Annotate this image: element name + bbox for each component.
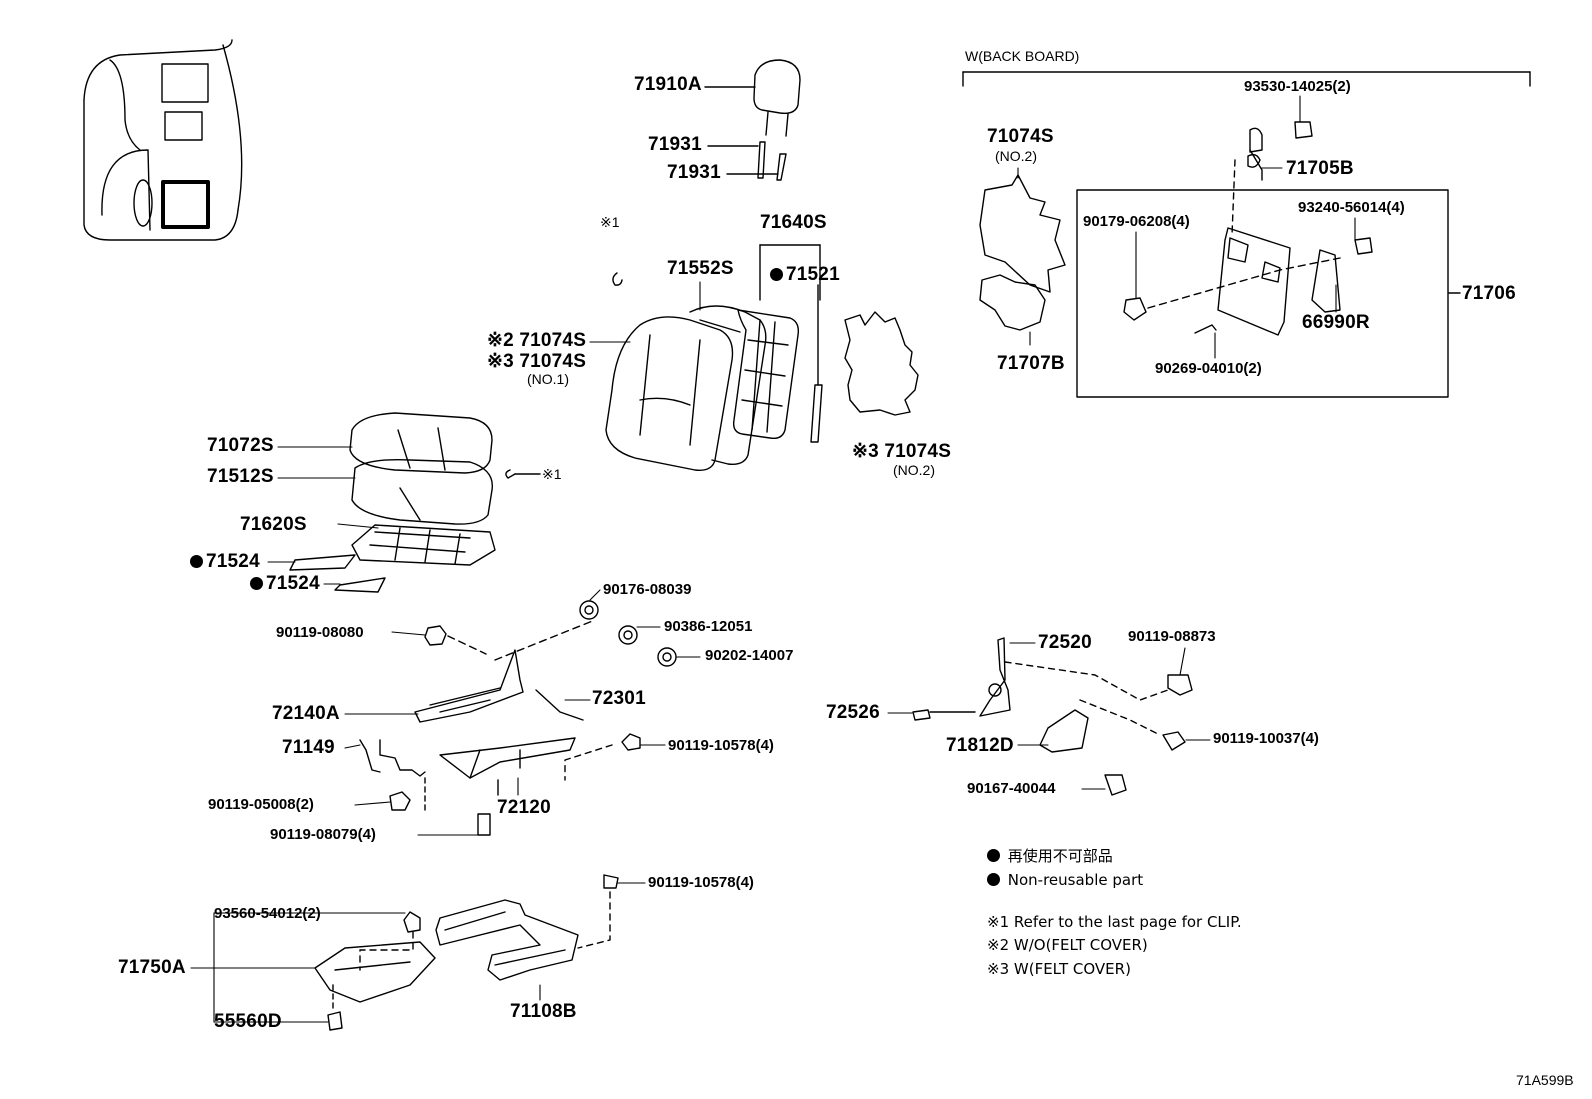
part-label-72140A[interactable]: 72140A [272, 703, 340, 724]
clip-note-mark-upper: ※1 [600, 214, 620, 230]
non-reusable-dot-icon [250, 577, 263, 590]
part-label-no2-lower: (NO.2) [893, 462, 935, 478]
part-label-71524-upper[interactable]: 71524 [190, 551, 260, 573]
part-label-90119-10578-lower[interactable]: 90119-10578(4) [648, 874, 754, 891]
legend-note-2: ※2 W/O(FELT COVER) [987, 936, 1148, 954]
part-label-90202-14007[interactable]: 90202-14007 [705, 647, 794, 664]
diagram-code: 71A599B [1516, 1072, 1574, 1088]
part-label-55560D[interactable]: 55560D [214, 1011, 282, 1032]
part-label-71074S-no2-upper[interactable]: 71074S [987, 126, 1054, 147]
part-label-90119-05008[interactable]: 90119-05008(2) [208, 796, 314, 813]
clip-note-mark-lower: ※1 [542, 466, 562, 482]
clip-drawing [612, 272, 623, 286]
seat-back-drawing [605, 305, 767, 471]
part-label-66990R[interactable]: 66990R [1302, 312, 1370, 333]
felt-pad-top-drawing [979, 174, 1066, 331]
part-label-93560-54012[interactable]: 93560-54012(2) [214, 905, 321, 922]
seat-cushion-drawing [289, 412, 541, 593]
legend-note-3: ※3 W(FELT COVER) [987, 960, 1131, 978]
part-label-90269-04010[interactable]: 90269-04010(2) [1155, 360, 1262, 377]
non-reusable-dot-icon [987, 849, 1000, 862]
vehicle-locator-inset [83, 39, 243, 241]
part-label-71108B[interactable]: 71108B [510, 1001, 577, 1022]
part-label-90167-40044[interactable]: 90167-40044 [967, 780, 1056, 797]
non-reusable-dot-icon [190, 555, 203, 568]
part-label-71750A[interactable]: 71750A [118, 957, 186, 978]
part-label-71931-upper[interactable]: 71931 [648, 134, 702, 155]
part-label-90119-08873[interactable]: 90119-08873 [1128, 628, 1216, 645]
part-label-90176-08039[interactable]: 90176-08039 [603, 581, 692, 598]
part-label-71910A[interactable]: 71910A [634, 74, 702, 95]
leader-lines [190, 95, 1356, 1023]
part-label-90386-12051[interactable]: 90386-12051 [664, 618, 753, 635]
part-label-72301[interactable]: 72301 [592, 688, 646, 709]
part-label-71072S[interactable]: 71072S [207, 435, 274, 456]
part-label-71812D[interactable]: 71812D [946, 735, 1014, 756]
part-label-71707B[interactable]: 71707B [997, 353, 1065, 374]
felt-pad-no2-drawing [844, 311, 919, 416]
non-reusable-dot-icon [770, 268, 783, 281]
back-board-drawing [1123, 121, 1373, 336]
part-label-71524-lower[interactable]: 71524 [250, 573, 320, 595]
part-label-71074S-no2-lower[interactable]: ※3 71074S [852, 441, 952, 462]
back-board-bracket [962, 71, 1531, 398]
part-label-71149[interactable]: 71149 [282, 737, 335, 758]
part-label-no2-upper: (NO.2) [995, 148, 1037, 164]
part-label-71620S[interactable]: 71620S [240, 514, 307, 535]
legend-note-1: ※1 Refer to the last page for CLIP. [987, 913, 1242, 931]
seat-base-frame-drawing [435, 874, 619, 981]
part-label-90119-10578-upper[interactable]: 90119-10578(4) [668, 737, 774, 754]
part-label-71931-lower[interactable]: 71931 [667, 162, 721, 183]
back-board-group-title: W(BACK BOARD) [965, 48, 1080, 64]
part-label-72526[interactable]: 72526 [826, 702, 880, 723]
part-label-71552S[interactable]: 71552S [667, 258, 734, 279]
seat-back-frame-drawing [732, 244, 821, 440]
part-label-93530-14025[interactable]: 93530-14025(2) [1244, 78, 1351, 95]
part-label-90179-06208[interactable]: 90179-06208(4) [1083, 213, 1190, 230]
headrest-drawing [704, 59, 801, 181]
part-label-93240-56014[interactable]: 93240-56014(4) [1298, 199, 1405, 216]
part-label-71521[interactable]: 71521 [770, 264, 840, 286]
part-label-71706[interactable]: 71706 [1462, 283, 1516, 304]
part-label-71640S[interactable]: 71640S [760, 212, 827, 233]
part-label-71512S[interactable]: 71512S [207, 466, 274, 487]
part-label-72520[interactable]: 72520 [1038, 632, 1092, 653]
seat-track-drawing [359, 600, 677, 836]
part-label-71521-text: 71521 [786, 264, 840, 285]
side-bracket-drawing [912, 637, 1193, 796]
part-label-90119-08079[interactable]: 90119-08079(4) [270, 826, 376, 843]
non-reusable-dot-icon [987, 873, 1000, 886]
legend-non-reusable-en: Non-reusable part [987, 871, 1143, 889]
part-label-71074S-wo-felt[interactable]: ※2 71074S [487, 330, 587, 351]
legend-non-reusable-jp: 再使用不可部品 [987, 845, 1113, 866]
legend-non-reusable-jp-text: 再使用不可部品 [1007, 847, 1113, 865]
part-label-71524-upper-text: 71524 [206, 551, 260, 572]
part-label-71705B[interactable]: 71705B [1286, 158, 1354, 179]
seat-tray-drawing [314, 911, 436, 1031]
part-label-90119-08080[interactable]: 90119-08080 [276, 624, 364, 641]
part-label-72120[interactable]: 72120 [497, 797, 551, 818]
part-label-71074S-w-felt[interactable]: ※3 71074S [487, 351, 587, 372]
part-label-90119-10037[interactable]: 90119-10037(4) [1213, 730, 1319, 747]
part-label-no1: (NO.1) [527, 371, 569, 387]
legend-non-reusable-en-text: Non-reusable part [1007, 871, 1144, 889]
wire-strip-drawing [810, 384, 823, 443]
part-label-71524-lower-text: 71524 [266, 573, 320, 594]
